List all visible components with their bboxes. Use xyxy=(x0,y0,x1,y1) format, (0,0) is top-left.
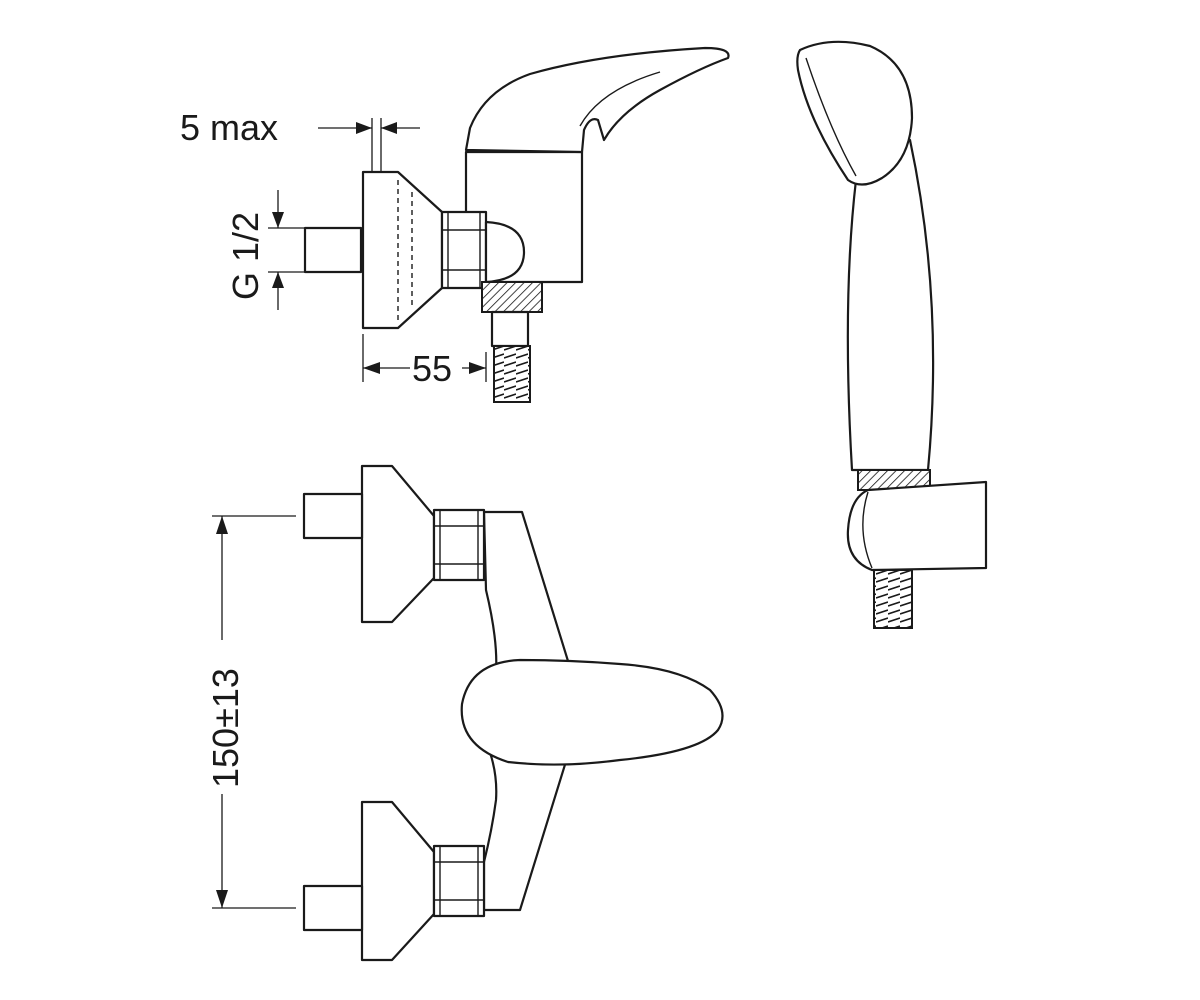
dim-g-1-2: G 1/2 xyxy=(225,212,266,300)
front-top-nut xyxy=(432,508,486,582)
front-bottom-nut xyxy=(432,844,486,918)
front-bottom-inlet xyxy=(302,884,364,932)
side-lever-handle xyxy=(464,46,730,154)
side-hex-nut xyxy=(440,210,488,290)
dim-55: 55 xyxy=(412,348,452,389)
side-view: 5 max G 1/2 55 xyxy=(180,46,730,403)
shower-head xyxy=(796,40,914,186)
front-top-inlet xyxy=(302,492,364,540)
shower-wall-holder xyxy=(846,480,988,572)
front-view: 150±13 xyxy=(205,464,724,962)
side-outlet-stem xyxy=(490,310,530,348)
side-wall-flange xyxy=(361,170,444,330)
side-inlet-pipe xyxy=(303,226,363,274)
hand-shower xyxy=(796,40,988,629)
shower-hose xyxy=(873,569,913,629)
side-outlet-knurl xyxy=(481,281,543,313)
front-bottom-flange xyxy=(360,800,436,962)
front-lever-handle xyxy=(460,658,724,766)
dim-5-max: 5 max xyxy=(180,107,278,148)
front-top-flange xyxy=(360,464,436,624)
side-dome xyxy=(484,220,526,284)
side-hose xyxy=(493,345,531,403)
dim-150-13: 150±13 xyxy=(205,668,246,788)
shower-handle xyxy=(846,138,935,472)
